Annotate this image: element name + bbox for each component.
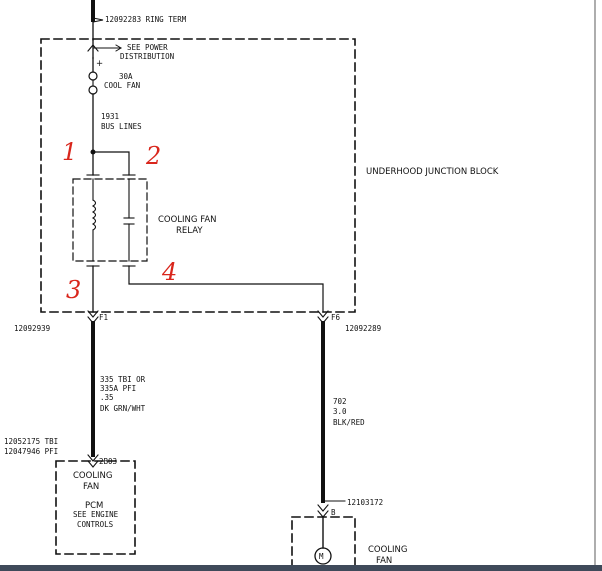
fan-connector-label: 12103172 [347, 498, 383, 507]
pcm-box-label-5: CONTROLS [77, 520, 114, 529]
pcm-box-label-4: SEE ENGINE [73, 510, 119, 519]
bus-lines-label: BUS LINES [101, 122, 142, 131]
motor-label: M [319, 552, 324, 561]
bus-number-label: 1931 [101, 112, 119, 121]
fuse-name-label: COOL FAN [104, 81, 140, 90]
wire-right-label-2: 3.0 [333, 407, 347, 416]
power-arrow [87, 44, 99, 52]
wire-left-label-2: 335A PFI [100, 384, 136, 393]
fuse-bottom-icon [88, 85, 98, 95]
pcm-box-label-3: PCM [85, 501, 103, 511]
motor-icon [314, 547, 332, 565]
pcm-box-label-2: FAN [83, 482, 99, 492]
relay-coil-icon [91, 199, 97, 231]
handwritten-4: 4 [161, 258, 177, 286]
relay-label: RELAY [176, 226, 203, 236]
junction-block-box [40, 38, 356, 313]
pin-f1-label: F1 [99, 313, 108, 322]
pcm-box-label-1: COOLING [73, 471, 113, 481]
wire-left-label-3: .35 [100, 393, 114, 402]
fan-label-2: FAN [376, 556, 392, 566]
pin-f6-label: F6 [331, 313, 341, 322]
plus-sign: + [96, 59, 103, 69]
connector-f6-icon [317, 310, 329, 318]
pcm-connector-label-1: 12052175 TBI [4, 437, 58, 446]
pcm-connector-icon [87, 454, 99, 462]
wire-left-label-1: 335 TBI OR [100, 375, 146, 384]
wire-left-label-4: DK GRN/WHT [100, 404, 146, 413]
pcm-box [55, 460, 136, 555]
handwritten-3: 3 [66, 276, 81, 304]
bottom-bar [0, 565, 602, 571]
fuse-top-icon [88, 71, 98, 81]
wire-right-label-3: BLK/RED [333, 418, 365, 427]
handwritten-2: 2 [145, 142, 161, 170]
connector-left-label: 12092939 [14, 324, 50, 333]
junction-block-label: UNDERHOOD JUNCTION BLOCK [366, 167, 499, 177]
wire-right-label-1: 702 [333, 397, 347, 406]
ring-terminal [92, 17, 104, 23]
connector-f1-icon [87, 310, 99, 318]
connector-right-label: 12092289 [345, 324, 381, 333]
cooling-fan-box [291, 516, 356, 571]
fan-connector-icon [317, 504, 329, 512]
pcm-connector-label-2: 12047946 PFI [4, 447, 58, 456]
relay-box [72, 178, 148, 262]
power-distribution-label: DISTRIBUTION [120, 52, 174, 61]
fan-label-1: COOLING [368, 545, 408, 555]
see-power-label: SEE POWER [127, 43, 168, 52]
handwritten-1: 1 [62, 138, 77, 166]
relay-name-label: COOLING FAN [158, 215, 217, 225]
ring-term-label: 12092283 RING TERM [105, 15, 187, 24]
fuse-amp-label: 30A [119, 72, 133, 81]
fan-pin-label: B [331, 508, 336, 517]
